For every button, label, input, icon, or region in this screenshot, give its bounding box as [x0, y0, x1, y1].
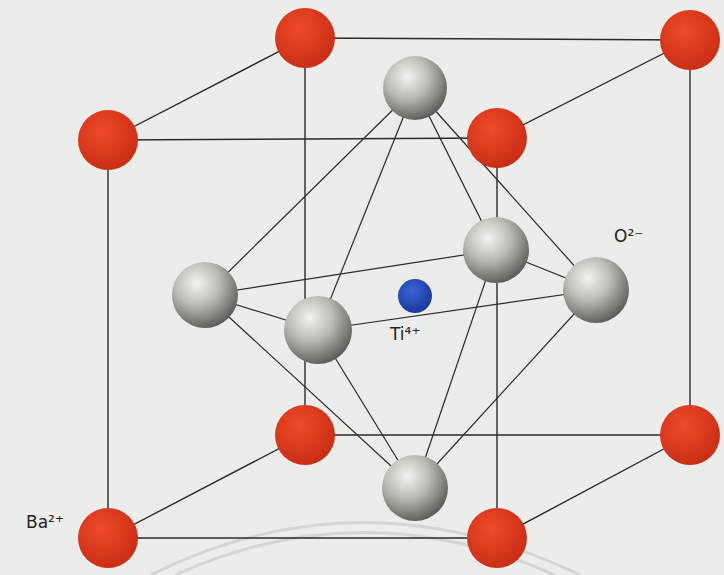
- ion-label: O²⁻: [612, 226, 645, 246]
- ba-ions-back: [275, 8, 720, 465]
- ion-label: Ba²⁺: [24, 512, 66, 532]
- o-ions-back: [383, 56, 529, 283]
- ba-ions-front: [78, 108, 527, 568]
- o-ions-front: [172, 257, 629, 521]
- ion-label: Ti⁴⁺: [388, 324, 422, 344]
- cube-edges: [108, 38, 690, 538]
- octahedron-edges: [205, 88, 596, 488]
- ti-ion: [398, 279, 432, 313]
